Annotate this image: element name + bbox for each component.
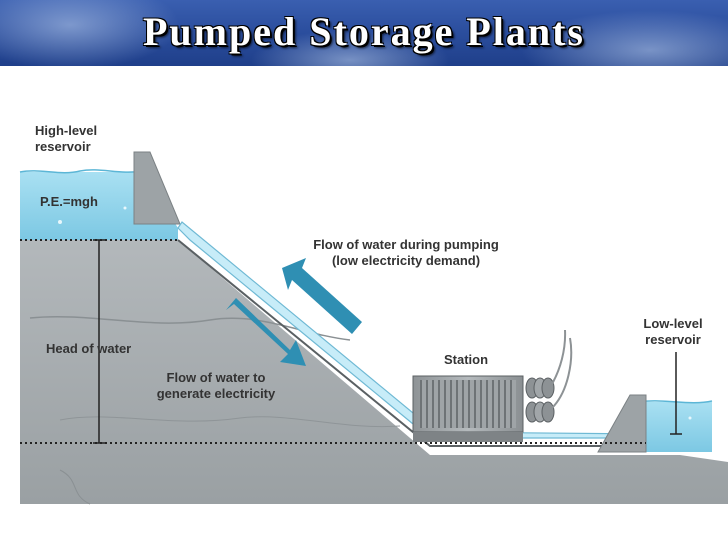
tunnel-wall: [177, 239, 646, 447]
rock-crack: [59, 469, 91, 505]
station-vents: [420, 380, 516, 428]
potential-energy-label: P.E.=mgh: [40, 194, 98, 209]
transformer-coils: [525, 377, 555, 423]
rock-terrain: [20, 240, 728, 504]
station-base: [413, 432, 523, 442]
head-of-water-label: Head of water: [46, 341, 132, 356]
diagram-illustration: [19, 151, 728, 505]
flow-generate-label-line1: Flow of water to: [166, 370, 266, 385]
power-cable: [551, 329, 567, 385]
flow-pumping-label: Flow of water during pumping (low electr…: [296, 237, 516, 269]
flow-generate-label: Flow of water to generate electricity: [136, 370, 296, 402]
pumped-storage-diagram: High-level reservoir P.E.=mgh Head of wa…: [0, 66, 728, 546]
low-reservoir-label-line2: reservoir: [645, 332, 701, 347]
generating-arrow: [226, 298, 306, 366]
low-reservoir-label-line1: Low-level: [643, 316, 703, 331]
water-bubble: [123, 206, 127, 210]
lower-dam: [597, 394, 647, 453]
flow-pumping-label-line2: (low electricity demand): [331, 253, 481, 268]
slide-header: Pumped Storage Plants: [0, 0, 728, 66]
water-bubble: [688, 416, 692, 420]
high-reservoir-label: High-level reservoir: [35, 123, 97, 155]
water-surface: [19, 169, 143, 174]
water-bubble: [58, 220, 62, 224]
power-cable: [551, 337, 573, 409]
rock-crack: [59, 416, 401, 428]
high-reservoir-label-line1: High-level: [35, 123, 98, 138]
upper-dam: [133, 151, 181, 225]
flow-pumping-label-line1: Flow of water during pumping: [313, 237, 499, 252]
high-reservoir-label-line2: reservoir: [35, 139, 91, 154]
header-cloud: [0, 0, 180, 66]
station-label: Station: [444, 352, 489, 367]
flow-generate-label-line2: generate electricity: [156, 386, 276, 401]
low-reservoir-label: Low-level reservoir: [628, 316, 718, 348]
pumping-arrow: [282, 258, 362, 334]
slide-title: Pumped Storage Plants: [143, 9, 585, 54]
